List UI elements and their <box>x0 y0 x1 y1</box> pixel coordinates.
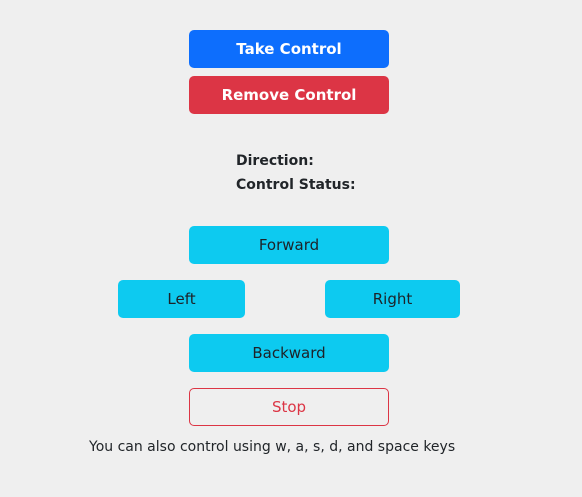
take-control-button[interactable]: Take Control <box>189 30 389 68</box>
remove-control-button[interactable]: Remove Control <box>189 76 389 114</box>
direction-row: Direction: <box>236 149 362 173</box>
control-status-row: Control Status: <box>236 173 362 197</box>
right-button[interactable]: Right <box>325 280 460 318</box>
left-button[interactable]: Left <box>118 280 245 318</box>
status-panel: Direction: Control Status: <box>236 149 362 197</box>
keyboard-hint: You can also control using w, a, s, d, a… <box>89 439 456 455</box>
forward-button[interactable]: Forward <box>189 226 389 264</box>
direction-label: Direction: <box>236 153 314 169</box>
stop-button[interactable]: Stop <box>189 388 389 426</box>
control-status-label: Control Status: <box>236 177 356 193</box>
backward-button[interactable]: Backward <box>189 334 389 372</box>
